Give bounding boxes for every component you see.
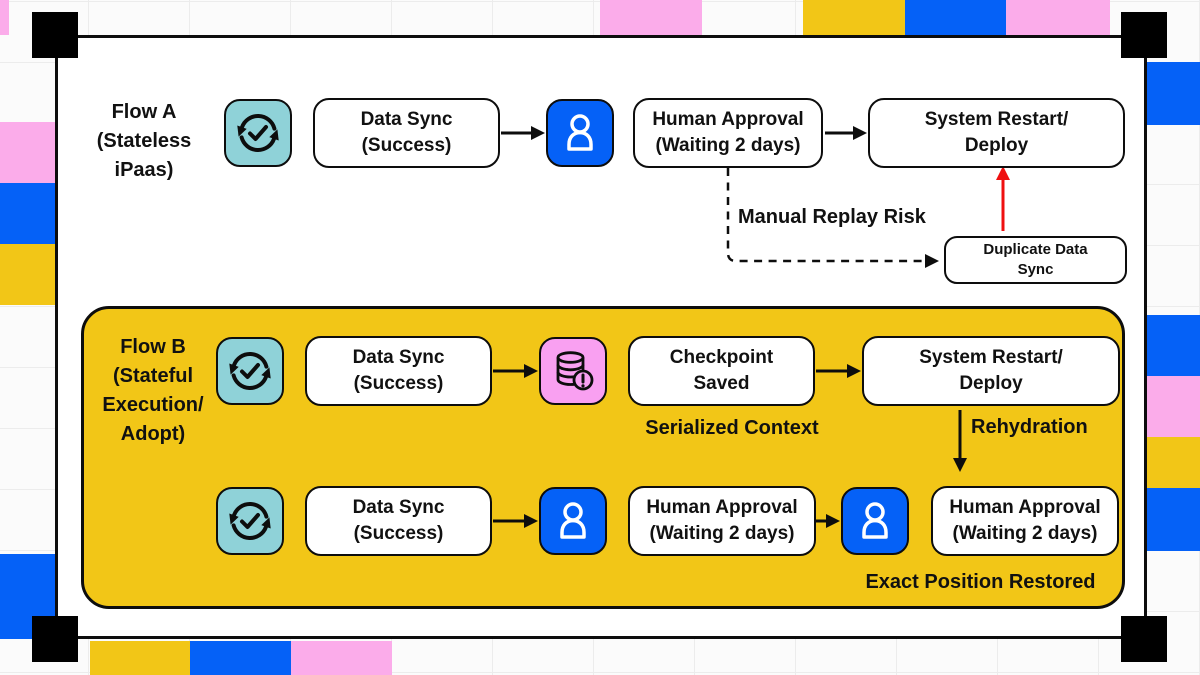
decor-tile: [190, 641, 291, 675]
flow-b2-user-tile[interactable]: [539, 487, 607, 555]
decor-tile: [803, 0, 905, 35]
sync-check-icon: [227, 352, 273, 390]
user-icon: [567, 114, 593, 151]
node-flow-b1-data-sync[interactable]: Data Sync (Success): [305, 336, 492, 406]
label-serialized-context: Serialized Context: [645, 417, 819, 439]
decor-tile: [90, 641, 190, 675]
node-label: Data Sync (Success): [352, 497, 445, 544]
flow-b-label: Flow B (Stateful Execution/ Adopt): [102, 336, 204, 445]
decor-tile: [1147, 437, 1200, 488]
node-flow-b2-data-sync[interactable]: Data Sync (Success): [305, 486, 492, 556]
node-label: Checkpoint Saved: [669, 347, 774, 394]
flow-b2-user-tile-2[interactable]: [841, 487, 909, 555]
decor-tile: [0, 183, 55, 244]
node-flow-b2-human-approval-restored[interactable]: Human Approval (Waiting 2 days): [931, 486, 1119, 556]
flow-a-sync-tile[interactable]: [224, 99, 292, 167]
label-rehydration: Rehydration: [971, 416, 1088, 438]
decor-tile: [1147, 488, 1200, 551]
decor-tile: [1147, 62, 1200, 125]
node-label: Human Approval (Waiting 2 days): [949, 497, 1101, 544]
selection-handle-top-right[interactable]: [1121, 12, 1167, 58]
node-label: System Restart/ Deploy: [919, 347, 1063, 394]
decor-tile: [1147, 376, 1200, 437]
node-label: Data Sync (Success): [352, 347, 445, 394]
decor-tile: [1147, 315, 1200, 376]
node-label: Human Approval (Waiting 2 days): [652, 109, 804, 156]
flow-b2-sync-tile[interactable]: [216, 487, 284, 555]
node-label: Data Sync (Success): [360, 109, 453, 156]
sync-check-icon: [227, 502, 273, 540]
flow-b1-database-tile[interactable]: [539, 337, 607, 405]
diagram-canvas[interactable]: Flow A (Stateless iPaas) Data Sync (Succ…: [55, 35, 1147, 639]
flow-a-user-tile[interactable]: [546, 99, 614, 167]
node-label: Duplicate Data Sync: [983, 241, 1088, 278]
decor-tile: [1006, 0, 1110, 35]
node-flow-b2-human-approval[interactable]: Human Approval (Waiting 2 days): [628, 486, 816, 556]
sync-check-icon: [235, 114, 281, 152]
decor-tile: [0, 122, 55, 183]
database-alert-icon: [556, 351, 594, 391]
user-icon: [560, 502, 586, 539]
red-arrow-duplicate-to-restart: [996, 166, 1010, 231]
node-flow-a-data-sync[interactable]: Data Sync (Success): [313, 98, 500, 168]
user-icon: [862, 502, 888, 539]
node-flow-a-system-restart[interactable]: System Restart/ Deploy: [868, 98, 1125, 168]
label-manual-replay-risk: Manual Replay Risk: [738, 206, 926, 228]
flow-b1-sync-tile[interactable]: [216, 337, 284, 405]
decor-tile: [0, 0, 9, 35]
flow-a-label: Flow A (Stateless iPaas): [96, 101, 192, 181]
node-flow-b1-system-restart[interactable]: System Restart/ Deploy: [862, 336, 1120, 406]
node-duplicate-data-sync[interactable]: Duplicate Data Sync: [944, 236, 1127, 284]
node-flow-a-human-approval[interactable]: Human Approval (Waiting 2 days): [633, 98, 823, 168]
label-exact-position-restored: Exact Position Restored: [865, 571, 1096, 593]
node-flow-b1-checkpoint[interactable]: Checkpoint Saved: [628, 336, 815, 406]
selection-handle-top-left[interactable]: [32, 12, 78, 58]
arrow-flow-a-datasync-to-user: [501, 126, 545, 140]
arrow-flow-a-approval-to-restart: [825, 126, 867, 140]
decor-tile: [905, 0, 1006, 35]
node-label: System Restart/ Deploy: [924, 109, 1069, 156]
decor-tile: [291, 641, 392, 675]
selection-handle-bottom-right[interactable]: [1121, 616, 1167, 662]
selection-handle-bottom-left[interactable]: [32, 616, 78, 662]
node-label: Human Approval (Waiting 2 days): [646, 497, 798, 544]
decor-tile: [0, 244, 55, 305]
decor-tile: [600, 0, 702, 35]
